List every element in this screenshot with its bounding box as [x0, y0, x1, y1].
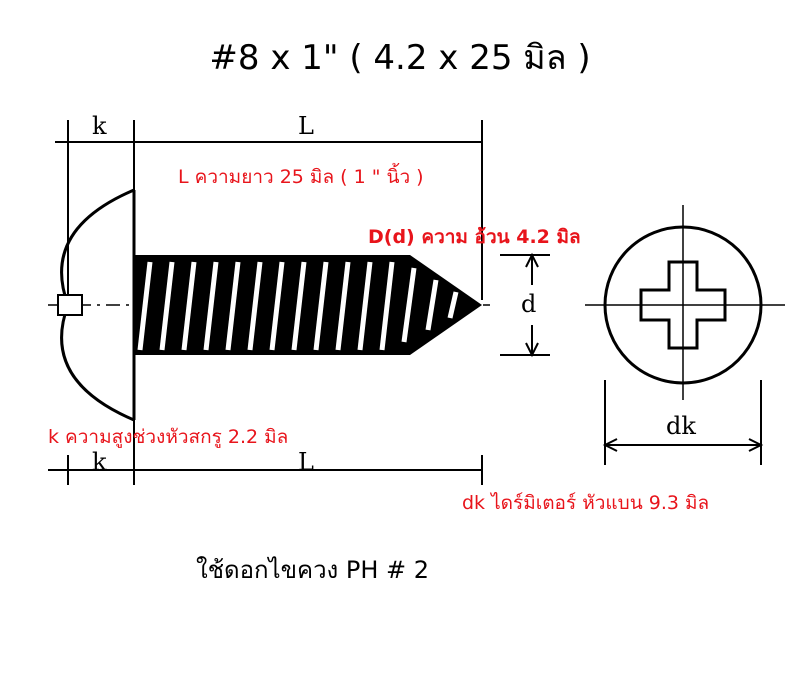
page-title: #8 x 1" ( 4.2 x 25 มิล ) — [209, 38, 591, 78]
head-top-view — [585, 205, 785, 465]
k-label-bottom: k — [92, 448, 107, 476]
screw-thread — [134, 255, 482, 355]
k-label-top: k — [92, 112, 107, 140]
diameter-annotation: D(d) ความ อ้วน 4.2 มิล — [368, 226, 581, 248]
head-height-annotation: k ความสูงช่วงหัวสกรู 2.2 มิล — [48, 426, 289, 448]
length-annotation: L ความยาว 25 มิล ( 1 " นิ้ว ) — [178, 166, 424, 188]
head-diameter-annotation: dk ไดร์มิเตอร์ หัวแบน 9.3 มิล — [462, 492, 710, 514]
L-label-bottom: L — [298, 448, 314, 476]
phillips-cross-icon — [639, 260, 727, 350]
L-label-top: L — [298, 112, 314, 140]
driver-note: ใช้ดอกไขควง PH # 2 — [196, 556, 430, 584]
d-label: d — [521, 290, 537, 318]
dk-label: dk — [666, 412, 696, 440]
d-dimension — [500, 252, 550, 358]
